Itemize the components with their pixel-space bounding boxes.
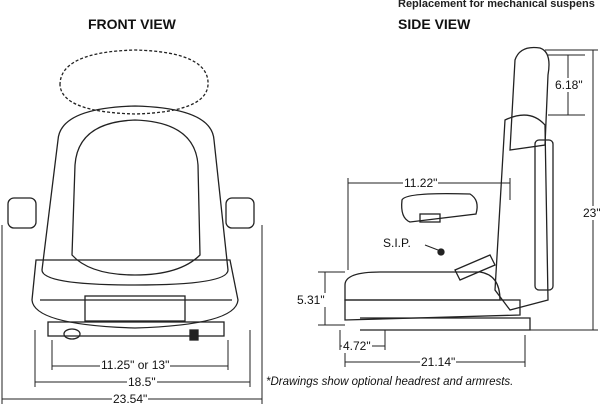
dim-inner-width: 11.25" or 13": [100, 358, 171, 372]
dim-height: 23": [582, 206, 600, 220]
header-partial-text: Replacement for mechanical suspens: [398, 0, 595, 10]
side-view-title: SIDE VIEW: [398, 16, 471, 32]
front-view-title: FRONT VIEW: [88, 16, 176, 32]
front-view-drawing: [7, 49, 255, 341]
dim-overall-width: 23.54": [112, 392, 149, 406]
dim-headrest: 6.18": [554, 78, 584, 92]
sip-label: S.I.P.: [382, 236, 412, 250]
drawing-note: *Drawings show optional headrest and arm…: [266, 376, 514, 388]
dim-seat-height: 5.31": [296, 293, 326, 307]
dim-front-offset: 4.72": [342, 339, 372, 353]
dim-depth: 21.14": [420, 355, 457, 369]
dim-seat-width: 18.5": [127, 375, 157, 389]
dim-arm-to-back: 11.22": [403, 176, 439, 190]
side-view-drawing: [344, 46, 554, 331]
